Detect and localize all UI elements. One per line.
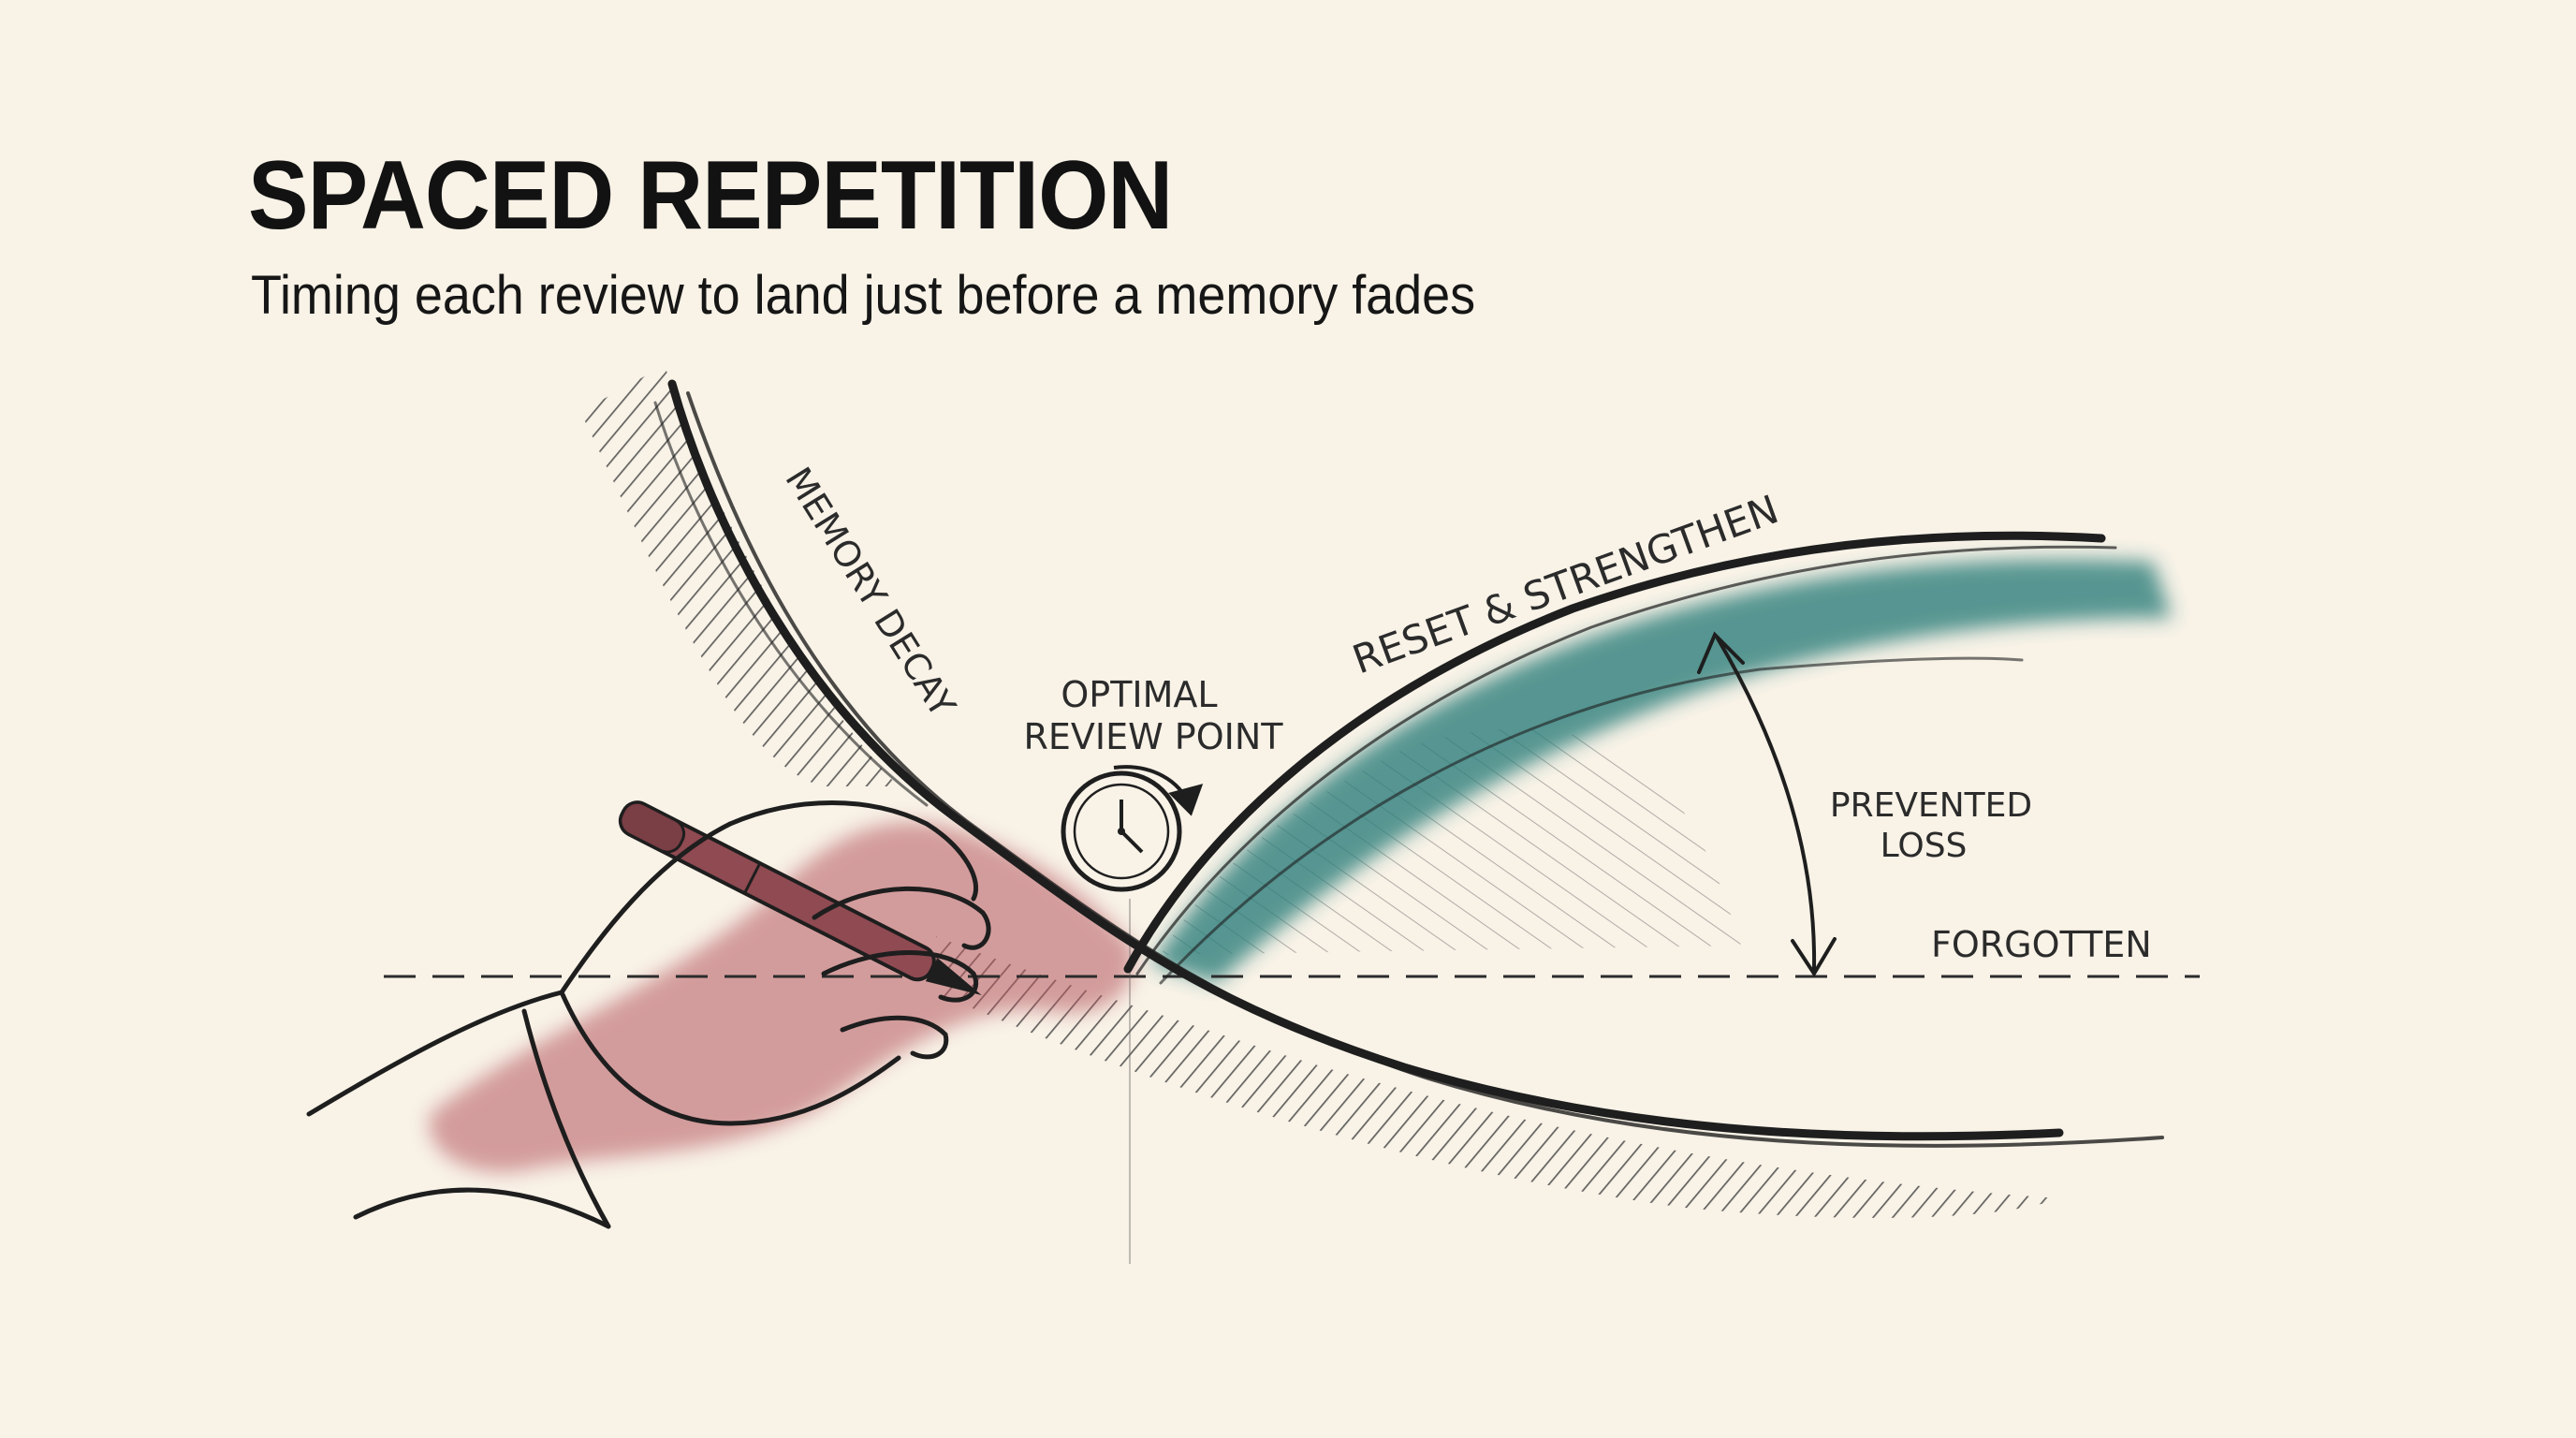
decay-hatch-region [580,365,899,786]
red-wash [429,822,1134,1172]
hand-illustration [306,800,991,1229]
prevented-loss-arrow [1697,631,1837,977]
clock-icon [1061,770,1182,892]
page-title: SPACED REPETITION [248,141,1173,250]
optimal-label-line2: REVIEW POINT [1024,716,1284,757]
prevented-label-line1: PREVENTED [1830,786,2032,825]
teal-wash [1151,559,2172,983]
refresh-arrow-icon [1113,765,1204,816]
page-subtitle: Timing each review to land just before a… [251,265,1476,326]
lower-hatch-band [936,936,2059,1218]
forgotten-label: FORGOTTEN [1931,924,2152,965]
pen-icon [618,800,982,995]
prevented-label-line2: LOSS [1881,827,1968,865]
memory-decay-curve [653,379,2164,1148]
optimal-label-line1: OPTIMAL [1061,674,1217,715]
reset-strengthen-curve [1123,531,2117,985]
